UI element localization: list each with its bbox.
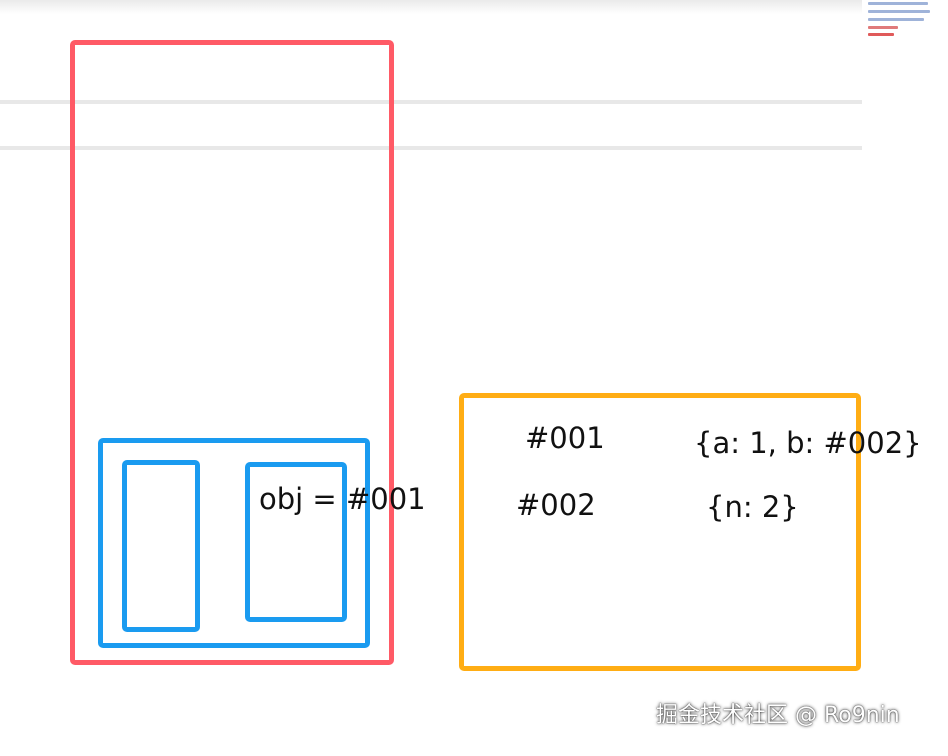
stack-slot-left <box>122 460 200 632</box>
thumbnail-line <box>868 2 928 5</box>
stack-frame-box <box>98 438 370 648</box>
obj-reference-label: obj = #001 <box>259 482 426 516</box>
thumbnail-preview <box>862 0 948 72</box>
heap-memory-box <box>459 393 861 671</box>
watermark-text: 掘金技术社区 @ Ro9nin <box>656 703 900 728</box>
divider-line <box>0 146 862 150</box>
stack-slot-right <box>245 462 347 622</box>
thumbnail-line <box>868 33 894 36</box>
heap-address-label: #001 <box>525 421 605 455</box>
thumbnail-line <box>868 18 924 21</box>
thumbnail-line <box>868 10 930 13</box>
heap-value-label: {n: 2} <box>706 490 799 524</box>
heap-value-label: {a: 1, b: #002} <box>694 426 922 460</box>
stack-memory-box <box>70 40 394 665</box>
thumbnail-line <box>868 26 898 29</box>
divider-line <box>0 100 862 104</box>
top-shadow <box>0 0 948 14</box>
heap-address-label: #002 <box>516 488 596 522</box>
